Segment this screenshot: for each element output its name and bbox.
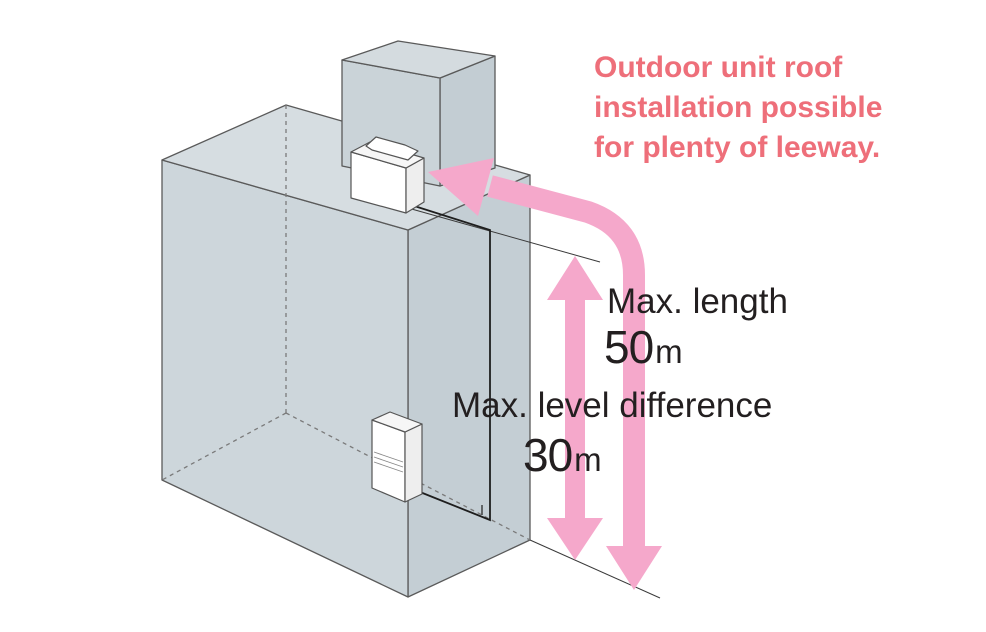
max-level-difference-value: 30m — [523, 428, 602, 482]
rooftop-structure-top — [341, 40, 496, 79]
caption-line: Outdoor unit roof — [594, 51, 843, 84]
building-front-face — [161, 159, 409, 598]
max-length-arrow — [428, 158, 662, 590]
max-length-value: 50m — [604, 320, 683, 374]
caption-roof-installation: Outdoor unit roof installation possible … — [594, 48, 974, 168]
max-level-difference-unit: m — [574, 441, 602, 478]
indoor-unit — [371, 411, 423, 503]
building — [161, 104, 531, 598]
building-roof — [161, 104, 531, 231]
max-length-number: 50 — [604, 321, 654, 373]
indoor-unit-grille — [373, 451, 404, 473]
caption-line: installation possible — [594, 91, 883, 124]
outdoor-unit-fan-housing — [365, 136, 419, 161]
caption-line: for plenty of leeway. — [594, 131, 881, 164]
level-difference-arrow — [547, 256, 603, 560]
outdoor-unit — [350, 136, 425, 214]
max-level-difference-label: Max. level difference — [452, 386, 773, 425]
refrigerant-pipe — [407, 203, 491, 522]
max-length-unit: m — [655, 333, 683, 370]
max-level-difference-number: 30 — [523, 429, 573, 481]
reference-lines — [407, 207, 661, 599]
indoor-unit-side — [404, 423, 423, 503]
indoor-unit-top — [371, 411, 423, 433]
max-length-label: Max. length — [607, 282, 788, 321]
